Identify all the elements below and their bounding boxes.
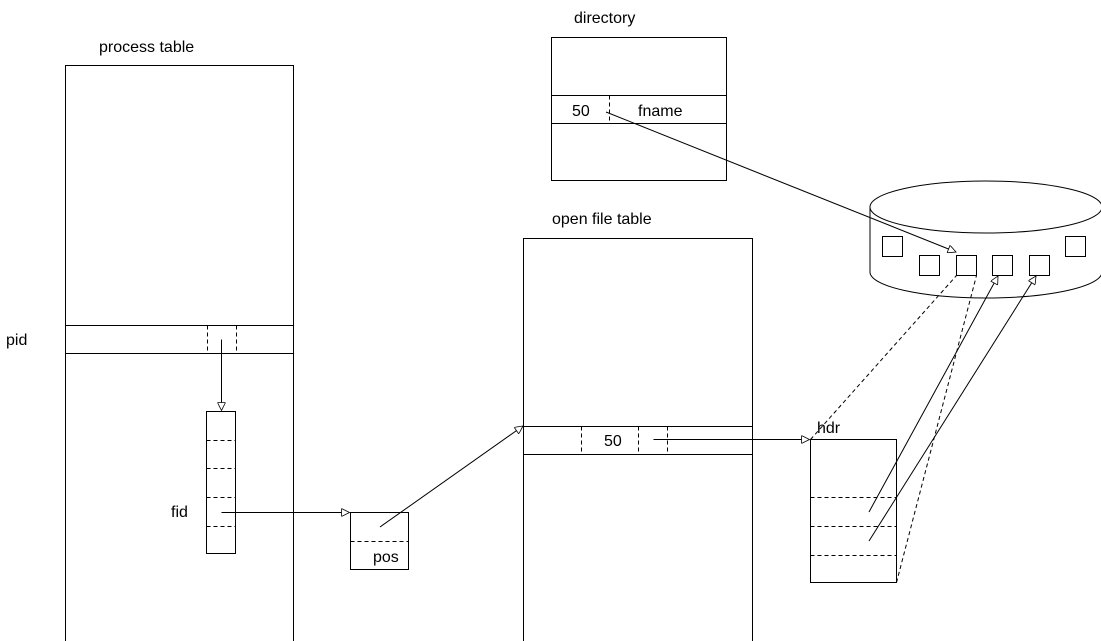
- hdr-frame: [811, 440, 897, 583]
- disk-body: [870, 207, 1101, 298]
- pid-label: pid: [6, 332, 27, 349]
- hdr-disk-projection: [811, 276, 957, 440]
- disk-block: [1066, 237, 1086, 257]
- process-table-title: process table: [99, 39, 194, 56]
- open-file-table-title: open file table: [552, 211, 652, 228]
- hdr-disk-projection: [897, 276, 977, 583]
- file-descriptor-table: [207, 412, 236, 554]
- pos-label: pos: [373, 549, 399, 566]
- open-file-entry-number: 50: [604, 433, 622, 450]
- fid-label: fid: [171, 504, 188, 521]
- directory-entry-name: fname: [638, 103, 683, 120]
- pos-to-open-file-entry-arrow: [380, 426, 523, 527]
- open-file-table: [524, 239, 810, 641]
- disk-block: [957, 256, 977, 276]
- file-position-box: [351, 426, 524, 570]
- hdr-label: hdr: [817, 420, 841, 437]
- hdr-to-disk-block-arrow: [869, 276, 1036, 541]
- fd-table-frame: [207, 412, 236, 554]
- process-table-pid-row: [66, 326, 294, 354]
- directory-title: directory: [574, 10, 635, 27]
- directory-entry-number: 50: [572, 103, 590, 120]
- disk-block: [993, 256, 1013, 276]
- disk-block: [883, 237, 903, 257]
- disk-top: [870, 181, 1101, 233]
- file-header: [811, 276, 1037, 583]
- disk-block: [1030, 256, 1050, 276]
- disk: [870, 181, 1101, 298]
- disk-block: [920, 256, 940, 276]
- hdr-to-disk-block-arrow: [869, 276, 998, 512]
- process-table: [66, 66, 350, 641]
- directory-entry-to-disk-block-arrow: [606, 112, 956, 252]
